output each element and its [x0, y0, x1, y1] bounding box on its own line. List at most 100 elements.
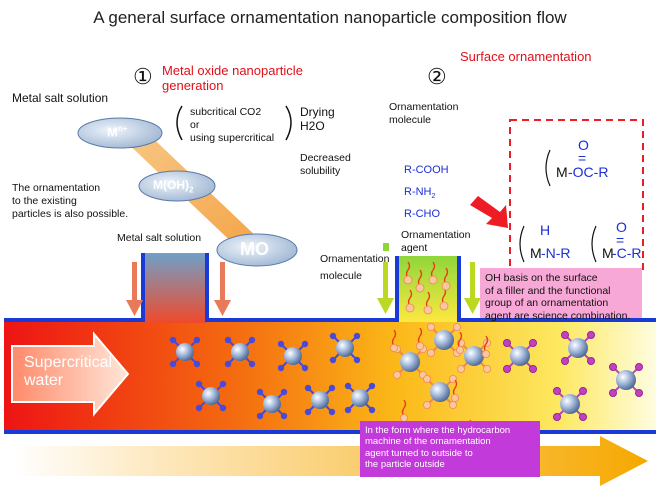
conditions-line3: using supercritical — [190, 132, 275, 145]
callout-oh-line4: agent are science combination. — [485, 309, 631, 322]
existing-note-line2: to the existing — [12, 195, 77, 208]
flow-arrow — [14, 436, 648, 486]
existing-particles-note: The ornamentation to the existing partic… — [12, 182, 128, 221]
ketone-metal: M — [602, 245, 614, 261]
ester-group: -OC-R — [568, 164, 609, 180]
drying-line1: Drying — [300, 105, 335, 119]
ornamented-particle — [553, 386, 588, 421]
structure-curves — [519, 149, 597, 263]
ornamented-particle — [609, 362, 644, 397]
orn-mol-low-line1: Ornamentation — [320, 253, 390, 265]
callout-oh-line3: group of an ornamentation — [485, 297, 609, 310]
amine-hydrogen: H — [540, 222, 551, 238]
agent-molecules — [405, 261, 449, 309]
metal-salt-label-lower: Metal salt solution — [117, 232, 202, 244]
callout-oh-line1: OH basis on the surface — [485, 272, 598, 284]
nanoparticles-plain — [169, 332, 376, 420]
existing-note-line1: The ornamentation — [12, 182, 101, 194]
group-nh2-sub: 2 — [431, 193, 436, 201]
drying-text: Drying H2O — [300, 105, 335, 134]
free-molecule — [415, 327, 424, 350]
nanoparticle — [195, 380, 227, 412]
group-cooh: R-COOH — [404, 164, 449, 176]
supercritical-line2: water — [24, 372, 64, 390]
callout-form-line1: In the form where the hydrocarbon — [365, 425, 511, 436]
ornamentation-agent-label: Ornamentation agent — [401, 229, 470, 255]
ornamentation-molecule-lower: Ornamentation molecule — [320, 251, 389, 286]
left-bracket — [176, 105, 183, 141]
free-molecule — [481, 335, 490, 358]
ornamented-particle — [502, 338, 538, 373]
callout-oh-line2: of a filler and the functional — [485, 284, 611, 297]
callout-form-line2: machine of the ornamentation — [365, 436, 491, 448]
decreased-line2: solubility — [300, 165, 341, 178]
nanoparticle — [277, 340, 309, 372]
supercritical-arrow — [11, 331, 130, 417]
supercritical-water-label: Supercritical water — [24, 354, 112, 391]
free-molecule — [399, 399, 408, 422]
nanoparticle — [224, 336, 256, 368]
step-one-label-line1: Metal oxide nanoparticle — [162, 63, 303, 78]
agent-heads — [403, 275, 451, 315]
callout-form-line4: the particle outside — [365, 459, 445, 471]
salt-inlet — [143, 253, 207, 323]
conditions-text: subcritical CO2 or using supercritical — [190, 106, 274, 145]
step-one-label-line2: generation — [162, 77, 224, 93]
ornamented-particle — [426, 322, 461, 357]
drying-line2: H2O — [300, 119, 325, 134]
step-two-label: Surface ornamentation — [460, 49, 592, 64]
group-nh2: R-NH2 — [404, 186, 435, 200]
ester-oxygen: O — [578, 137, 589, 153]
right-bracket — [285, 105, 292, 141]
existing-note-line3: particles is also possible. — [12, 208, 129, 221]
page-title: A general surface ornamentation nanopart… — [93, 8, 567, 27]
m-ion-label: Mn+ — [107, 124, 127, 139]
nanoparticle — [256, 388, 288, 420]
nanoparticle — [304, 384, 336, 416]
orn-agent-line1: Ornamentation — [401, 229, 471, 241]
free-molecule — [389, 329, 398, 352]
conditions-line1: subcritical CO2 — [190, 106, 262, 118]
group-cho: R-CHO — [404, 208, 441, 220]
ornamented-particle — [422, 374, 457, 409]
ketone-double-bond: = — [616, 232, 625, 248]
step-one-number: ① — [133, 64, 153, 89]
step-two-number: ② — [427, 64, 447, 89]
callout-oh-combination: OH basis on the surface of a filler and … — [480, 268, 642, 322]
metal-salt-label-top: Metal salt solution — [12, 91, 109, 105]
orn-agent-line2: agent — [401, 242, 428, 255]
callout-form-line3: agent turned to outside to — [365, 447, 473, 459]
decreased-line1: Decreased — [300, 152, 351, 164]
group-nh2-text: R-NH — [404, 186, 432, 198]
m-oh-ellipse — [138, 170, 216, 202]
orn-mol-top-line2: molecule — [389, 114, 432, 127]
m-oh-subscript: 2 — [189, 185, 194, 195]
pipe-walls — [4, 253, 656, 434]
supercritical-line1: Supercritical — [24, 354, 113, 371]
orn-mol-low-line2: molecule — [320, 270, 363, 283]
m-ion-ellipse — [77, 117, 163, 149]
nanoparticle — [169, 336, 201, 368]
m-oh-label: M(OH)2 — [153, 178, 193, 194]
mo-ellipse — [216, 233, 298, 267]
ester-metal: M — [556, 164, 568, 180]
amine-group: -N-R — [541, 245, 571, 261]
m-ion-text: M — [107, 124, 118, 140]
decreased-solubility: Decreased solubility — [300, 152, 351, 178]
ornamented-particle — [561, 330, 596, 365]
conditions-line2: or — [190, 119, 200, 132]
nanoparticles-ornamented — [392, 322, 644, 421]
ketone-oxygen: O — [616, 219, 627, 235]
mo-label: MO — [240, 239, 269, 259]
m-oh-text: M(OH) — [153, 178, 189, 192]
orn-mol-top-line1: Ornamentation — [389, 101, 459, 113]
free-molecule — [450, 379, 459, 402]
pointer-arrow — [470, 196, 508, 228]
amine-metal: M — [530, 245, 542, 261]
ornamentation-molecule-top: Ornamentation molecule — [389, 101, 458, 127]
free-molecule — [455, 331, 464, 354]
ester-double-bond: = — [578, 150, 587, 166]
step-one-label: Metal oxide nanoparticle generation — [162, 63, 303, 94]
ketone-group: -C-R — [612, 245, 642, 261]
